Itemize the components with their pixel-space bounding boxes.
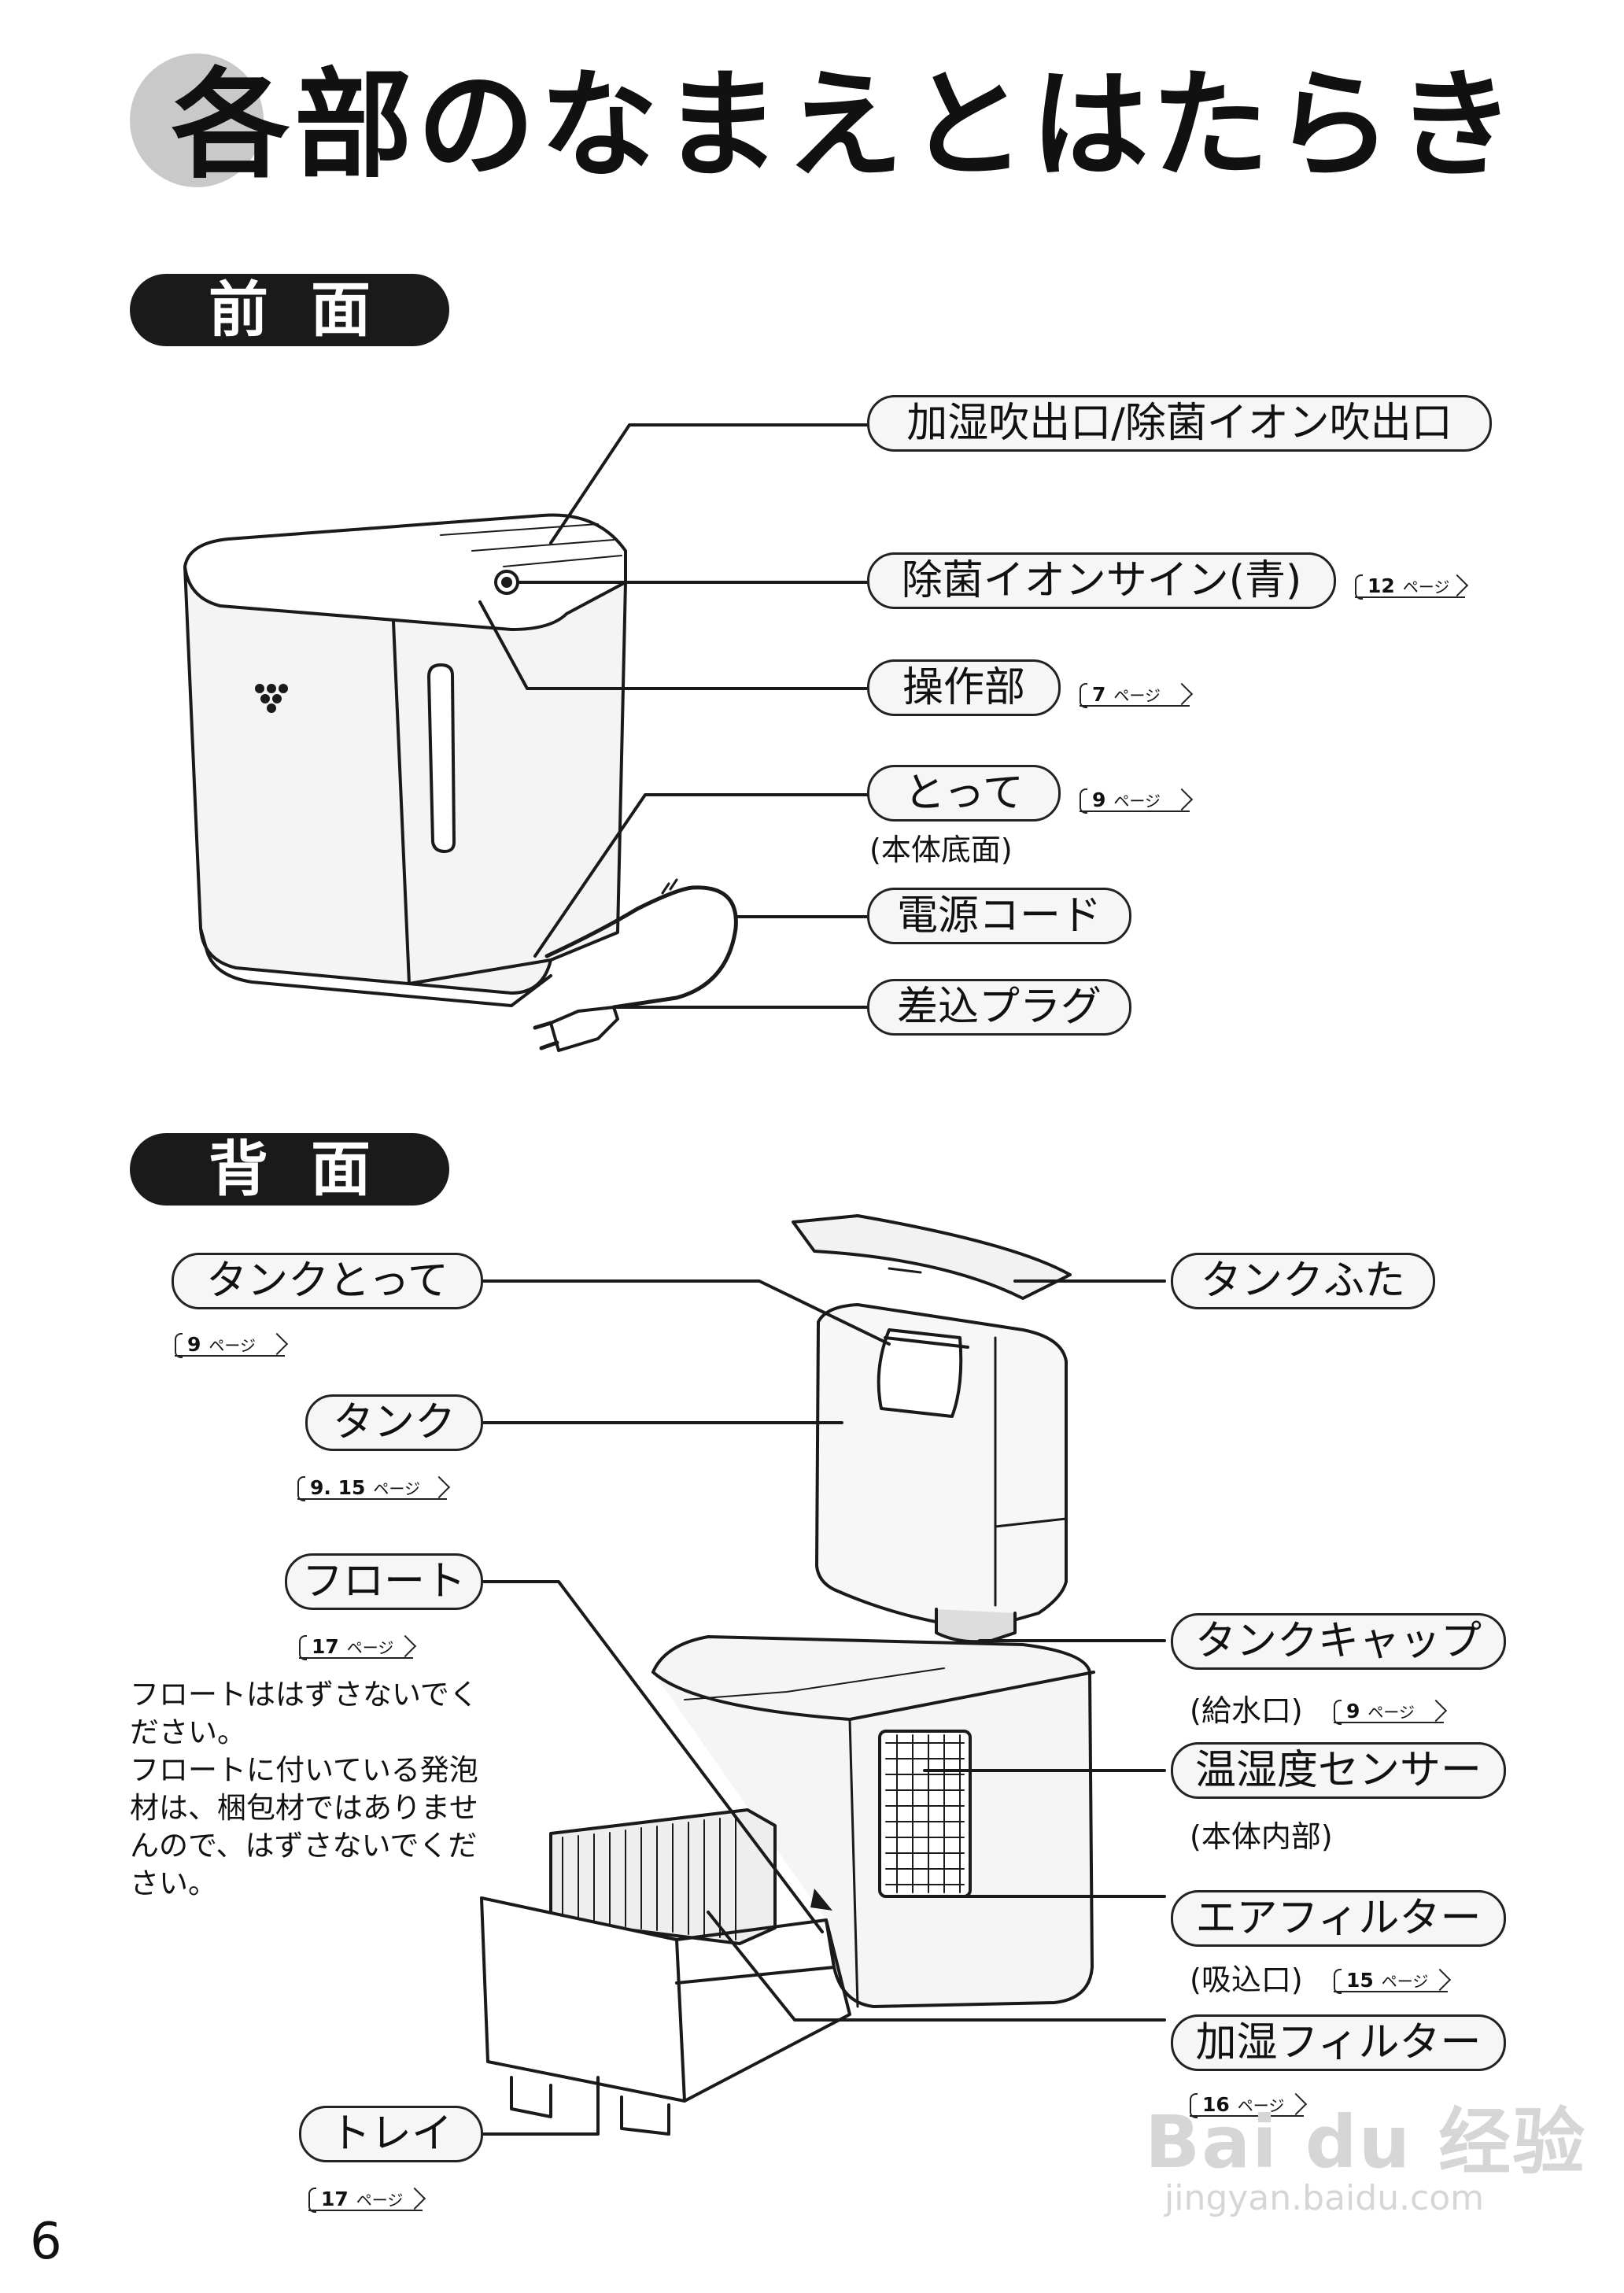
label-tray: トレイ: [299, 2106, 483, 2162]
label-tank: タンク: [305, 1394, 483, 1451]
label-outlet: 加湿吹出口/除菌イオン吹出口: [867, 395, 1492, 452]
page-title: 各部のなまえとはたらき: [172, 57, 1520, 194]
label-handle: とって: [867, 765, 1061, 822]
label-sensor: 温湿度センサー: [1171, 1742, 1506, 1799]
label-control: 操作部: [867, 659, 1061, 716]
float-caution-note: フロートははずさないでください。 フロートに付いている発泡材は、梱包材ではありま…: [130, 1678, 478, 1900]
label-tank-handle: タンクとって: [172, 1253, 483, 1309]
sensor-note: (本体内部): [1190, 1819, 1333, 1854]
label-plug: 差込プラグ: [867, 979, 1131, 1036]
watermark-brand: Bai du 经验: [1145, 2100, 1587, 2184]
handle-note: (本体底面): [869, 833, 1013, 867]
title-decoration-circle: [130, 54, 264, 187]
label-tank-lid: タンクふた: [1171, 1253, 1435, 1309]
air-filter-note: (吸込口): [1190, 1963, 1303, 1997]
page-number: 6: [30, 2213, 62, 2271]
label-tank-cap: タンクキャップ: [1171, 1613, 1506, 1670]
label-cord: 電源コード: [867, 888, 1131, 944]
label-ion-sign: 除菌イオンサイン(青): [867, 552, 1336, 609]
front-unit-illustration: [183, 513, 738, 1052]
label-air-filter: エアフィルター: [1171, 1890, 1506, 1947]
label-humid-filter: 加湿フィルター: [1171, 2014, 1506, 2071]
watermark-url: jingyan.baidu.com: [1164, 2178, 1485, 2218]
label-float: フロート: [285, 1553, 483, 1610]
back-section-heading: 背面: [130, 1133, 449, 1206]
front-section-heading: 前面: [130, 274, 449, 346]
tank-cap-note: (給水口): [1190, 1693, 1303, 1728]
